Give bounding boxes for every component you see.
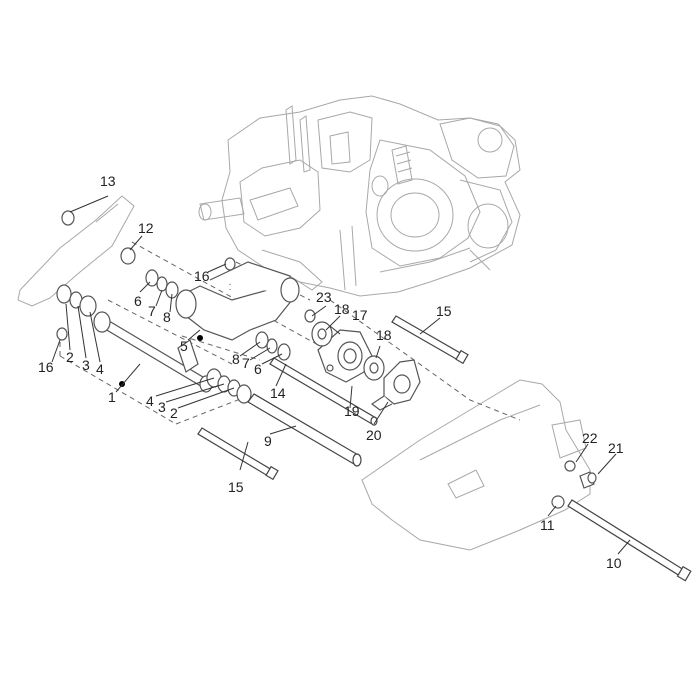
callout-19: 19: [344, 403, 360, 419]
part-cover-20: [370, 359, 421, 411]
callout-2-lower: 2: [170, 405, 178, 421]
part-link-bushings-upper: [145, 257, 236, 299]
callout-13: 13: [100, 173, 116, 189]
callout-22: 22: [582, 430, 598, 446]
callout-18-lower: 18: [376, 327, 392, 343]
part-pivot-shaft: [93, 311, 213, 393]
part-washer-22: [564, 460, 576, 472]
callout-3-lower: 3: [158, 399, 166, 415]
callout-6-lower: 6: [254, 361, 262, 377]
part-swing-link: [175, 261, 300, 341]
part-lower-bushings: [206, 368, 252, 404]
callout-7-lower: 7: [242, 355, 250, 371]
callout-21: 21: [608, 440, 624, 456]
callout-20: 20: [366, 427, 382, 443]
callout-2-left: 2: [66, 349, 74, 365]
callout-11: 11: [540, 517, 555, 533]
callout-10: 10: [606, 555, 622, 571]
part-link-bushings-lower: [255, 309, 316, 361]
left-side-cover: [17, 195, 135, 307]
callout-4-left: 4: [96, 361, 104, 377]
callout-8-upper: 8: [163, 309, 171, 325]
part-left-bushings: [56, 210, 136, 341]
right-body-panel: [361, 379, 591, 551]
part-bolt-15-upper: [391, 315, 469, 365]
callout-5: 5: [180, 338, 188, 354]
callout-14: 14: [270, 385, 286, 401]
callout-12: 12: [138, 220, 154, 236]
part-bolt-10: [567, 499, 692, 582]
callout-8-lower: 8: [232, 351, 240, 367]
callout-1: 1: [108, 389, 116, 405]
part-bracket-17: [317, 329, 373, 383]
part-washer-18b: [363, 355, 385, 381]
callout-15-upper: 15: [436, 303, 452, 319]
callout-17: 17: [352, 307, 368, 323]
callout-16-upper: 16: [194, 268, 210, 284]
callout-3-left: 3: [82, 357, 90, 373]
callout-16-lower: 16: [38, 359, 54, 375]
callout-23: 23: [316, 289, 332, 305]
part-washer-18a: [311, 321, 333, 347]
callout-4-lower: 4: [146, 393, 154, 409]
callout-labels: 13 12 16 23 18 17 18 15 6 7 8 5 2 3 4 16…: [38, 173, 624, 571]
part-screw-21: [579, 471, 597, 489]
engine-ghost: [198, 95, 521, 297]
callout-9: 9: [264, 433, 272, 449]
leader-lines: [51, 195, 631, 555]
part-bolt-15-lower: [197, 427, 279, 481]
part-rod-9: [247, 393, 362, 467]
part-washer-11: [551, 495, 565, 509]
callout-15-lower: 15: [228, 479, 244, 495]
callout-18-upper: 18: [334, 301, 350, 317]
callout-7-upper: 7: [148, 303, 156, 319]
part-rod-14: [269, 357, 378, 426]
callout-6-upper: 6: [134, 293, 142, 309]
